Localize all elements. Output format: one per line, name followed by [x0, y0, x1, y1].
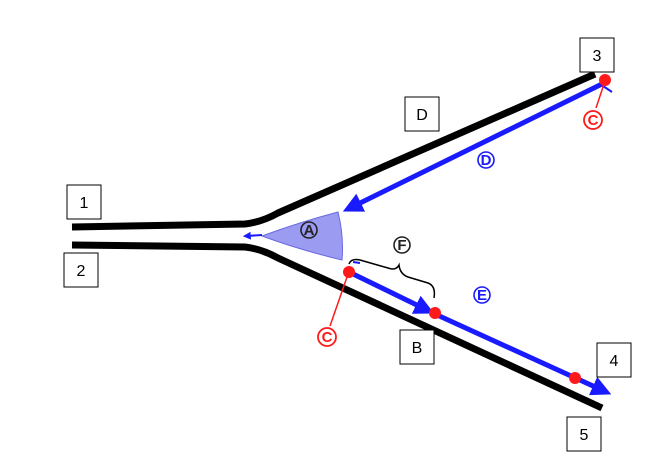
svg-text:E: E	[477, 287, 487, 304]
box-label-3: 3	[579, 37, 615, 73]
svg-text:2: 2	[77, 263, 86, 280]
circled-label-c-bottom: C	[317, 327, 337, 347]
svg-text:C: C	[588, 112, 599, 129]
flow-arrow-d	[342, 79, 608, 212]
merge-outflow-arrow	[242, 231, 263, 240]
circled-label-e: E	[473, 286, 491, 304]
svg-text:D: D	[416, 107, 428, 124]
svg-text:C: C	[322, 329, 333, 346]
box-label-b: B	[399, 329, 435, 365]
marker-4	[569, 372, 581, 384]
svg-text:1: 1	[80, 195, 89, 212]
svg-text:F: F	[397, 237, 406, 254]
road-lower-branch	[71, 241, 604, 412]
circled-label-d: D	[477, 151, 495, 169]
svg-text:4: 4	[610, 353, 619, 370]
box-label-d: D	[404, 96, 440, 132]
circled-label-a: A	[300, 221, 318, 239]
circled-label-f: F	[393, 236, 411, 254]
box-label-1: 1	[66, 184, 102, 220]
leader-c-top	[595, 83, 605, 109]
svg-text:B: B	[412, 340, 423, 357]
box-label-2: 2	[63, 252, 99, 288]
svg-text:3: 3	[593, 48, 602, 65]
road-upper-branch	[71, 70, 597, 231]
box-label-5: 5	[566, 416, 602, 452]
marker-c-bottom	[343, 266, 355, 278]
svg-text:A: A	[304, 222, 315, 239]
flow-arrow-e-segment-1	[347, 269, 435, 314]
marker-c-top	[599, 74, 611, 86]
circled-label-c-top: C	[583, 110, 603, 130]
merge-zone-a	[260, 211, 343, 261]
flow-tick-lower	[352, 261, 361, 264]
svg-text:5: 5	[580, 427, 589, 444]
flow-tick-top	[602, 85, 613, 93]
brace-f	[348, 258, 436, 299]
leader-c-bottom	[329, 276, 348, 327]
box-label-4: 4	[596, 342, 632, 378]
marker-b	[429, 307, 441, 319]
svg-text:D: D	[481, 152, 492, 169]
